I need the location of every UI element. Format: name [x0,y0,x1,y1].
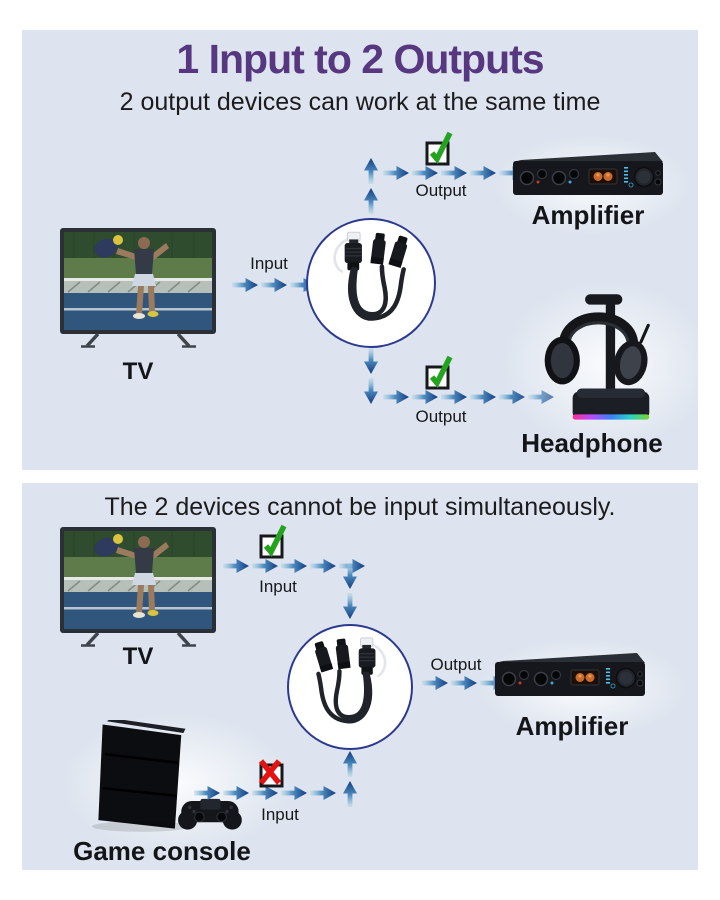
arrow-right-icon [232,278,258,292]
up-arrows-to-output [363,158,379,214]
arrow-right-icon [470,166,496,180]
arrow-right-icon [441,166,467,180]
arrow-right-icon [194,786,220,800]
arrow-right-icon [412,390,438,404]
arrow-right-icon [261,278,287,292]
arrow-right-icon [412,166,438,180]
arrow-up-icon [364,188,378,214]
cross-icon [257,750,287,788]
panel-one-input-two-outputs: 1 Input to 2 Outputs 2 output devices ca… [22,30,712,470]
arrow-up-icon [364,158,378,184]
arrow-right-icon [310,559,336,573]
console-input-label: Input [261,805,299,824]
arrow-down-icon [364,348,378,374]
tv-input-label: Input [259,577,297,596]
console-input-arrows [194,785,336,801]
arrow-right-icon [223,786,249,800]
input-label: Input [250,254,288,273]
tv-label: TV [122,643,154,670]
check-icon [423,352,453,390]
game-console-label: Game console [73,836,251,866]
arrow-right-icon [252,786,278,800]
tv-image [60,228,216,350]
down-arrows-to-output [363,348,379,404]
arrow-right-icon [422,676,448,690]
amplifier-image [495,651,645,701]
splitter-cable-circle [306,218,436,348]
arrow-down-icon [343,593,357,619]
amplifier-image [513,150,663,200]
panel-subtitle: 2 output devices can work at the same ti… [119,88,601,116]
output-top-label: Output [415,181,467,200]
tv-image [60,527,216,649]
arrow-right-icon [281,559,307,573]
arrow-right-icon [281,786,307,800]
splitter-cable-circle [287,624,413,750]
arrow-up-icon [343,751,357,777]
panel-cannot-input-simultaneously: The 2 devices cannot be input simultaneo… [22,483,698,870]
output-bottom-label: Output [415,407,467,426]
amplifier-label: Amplifier [515,711,629,741]
tv-label: TV [122,358,154,385]
output-label: Output [430,655,482,674]
amplifier-label: Amplifier [531,200,645,230]
up-arrows-to-splitter [342,751,358,807]
check-icon [257,521,287,559]
headphone-label: Headphone [521,428,663,458]
headphone-image [525,292,670,425]
down-arrows-to-splitter [342,563,358,619]
arrow-right-icon [383,166,409,180]
arrow-right-icon [441,390,467,404]
arrow-right-icon [451,676,477,690]
panel-title: 1 Input to 2 Outputs [176,36,544,82]
arrow-right-icon [310,786,336,800]
input-arrows [232,277,316,293]
arrow-right-icon [252,559,278,573]
splitter-cable-image [312,224,430,342]
check-icon [423,128,453,166]
arrow-down-icon [364,378,378,404]
splitter-cable-image [293,630,407,744]
arrow-down-icon [343,563,357,589]
arrow-up-icon [343,781,357,807]
arrow-right-icon [383,390,409,404]
panel-title: The 2 devices cannot be input simultaneo… [104,493,616,521]
arrow-right-icon [470,390,496,404]
arrow-right-icon [223,559,249,573]
